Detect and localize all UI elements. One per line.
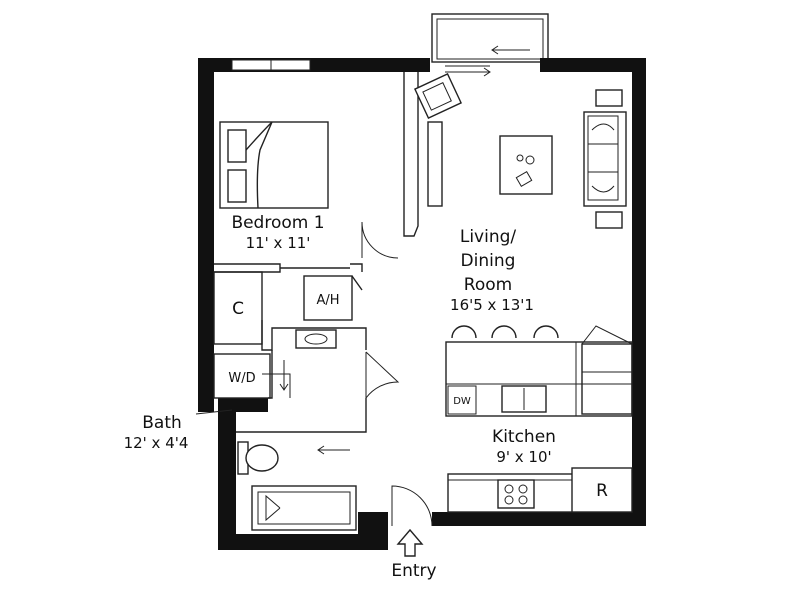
dw-label: DW bbox=[453, 396, 471, 407]
bar-stools bbox=[451, 325, 559, 339]
toilet bbox=[237, 441, 279, 475]
entry-arrow-icon bbox=[396, 528, 424, 557]
fridge-label: R bbox=[596, 481, 608, 501]
coffee-table bbox=[499, 135, 553, 195]
dishwasher bbox=[447, 385, 477, 415]
ah-label: A/H bbox=[316, 293, 339, 308]
entry-label: Entry bbox=[391, 561, 436, 581]
window-bedroom bbox=[231, 59, 311, 71]
door-swing-icon bbox=[262, 221, 633, 527]
bath-vanity bbox=[295, 329, 337, 349]
wd-label: W/D bbox=[228, 371, 255, 386]
kitchen-sink bbox=[501, 385, 547, 413]
bedroom-size: 11' x 11' bbox=[246, 234, 311, 252]
exterior-walls bbox=[198, 58, 646, 550]
balcony bbox=[431, 13, 549, 63]
bath-sliding-arrow-icon bbox=[317, 445, 350, 455]
kitchen-name: Kitchen bbox=[492, 427, 556, 447]
kitchen-size: 9' x 10' bbox=[496, 448, 551, 466]
living-label-line3: Room bbox=[464, 275, 512, 295]
living-label-line2: Dining bbox=[461, 251, 516, 271]
stove bbox=[497, 479, 535, 509]
bedroom-name: Bedroom 1 bbox=[231, 213, 324, 233]
bath-name: Bath bbox=[142, 413, 182, 433]
living-label-line1: Living/ bbox=[460, 227, 517, 247]
shelf bbox=[427, 121, 443, 207]
refrigerator bbox=[571, 467, 633, 513]
bath-leader-line bbox=[195, 409, 233, 415]
living-size: 16'5 x 13'1 bbox=[450, 296, 534, 314]
bath-size: 12' x 4'4 bbox=[124, 434, 189, 452]
closet-label: C bbox=[232, 299, 244, 319]
bed bbox=[219, 121, 329, 209]
bathtub bbox=[251, 485, 357, 531]
sliding-door-arrow-icon bbox=[445, 45, 530, 77]
corner-chair bbox=[413, 72, 463, 120]
sofa bbox=[583, 89, 627, 229]
